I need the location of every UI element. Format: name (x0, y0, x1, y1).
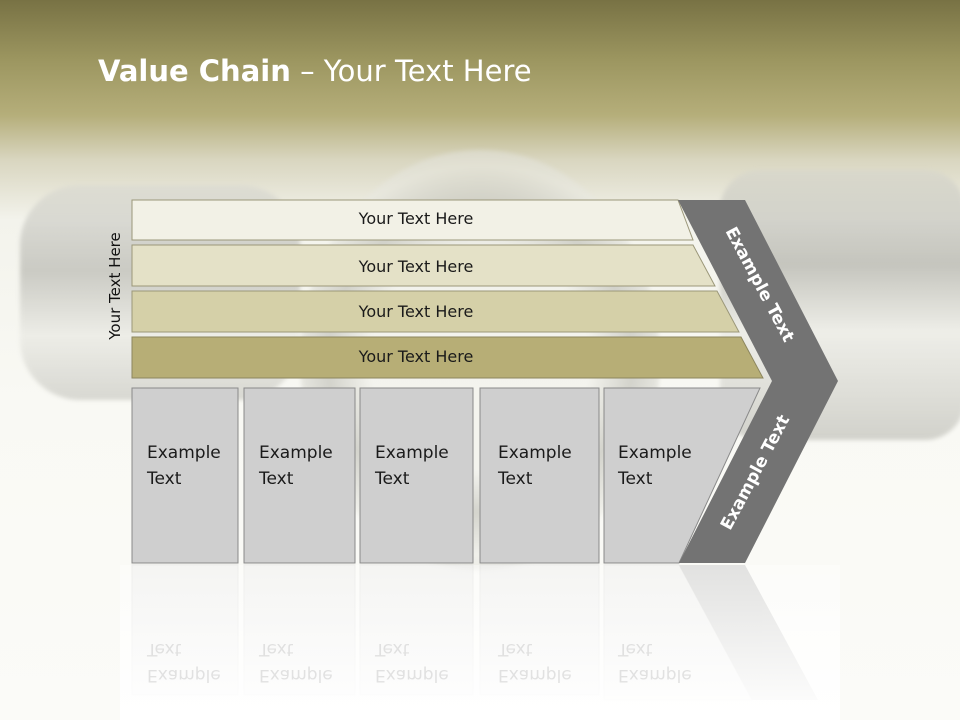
row-4 (131, 336, 764, 379)
cell-4 (479, 387, 600, 564)
cell-label-reflection-3: Example Text (375, 639, 449, 685)
cell-label-reflection-2: Example Text (259, 639, 333, 685)
cell-label-1: Example Text (147, 443, 221, 489)
cell-label-2: Example Text (259, 443, 333, 489)
cell-3 (359, 387, 474, 564)
title-rest: – Your Text Here (290, 54, 532, 88)
row-label-1: Your Text Here (358, 209, 474, 228)
cell-label-reflection-5: Example Text (618, 639, 692, 685)
row-1 (131, 199, 694, 241)
row-2 (131, 244, 716, 287)
row-label-3: Your Text Here (358, 302, 474, 321)
title-bold: Value Chain (98, 54, 291, 88)
reflection-fade (120, 565, 840, 720)
row-label-4: Your Text Here (358, 347, 474, 366)
slide-title: Value Chain – Your Text Here (98, 54, 532, 88)
cell-1 (131, 387, 239, 564)
cell-label-reflection-1: Example Text (147, 639, 221, 685)
cell-label-4: Example Text (498, 443, 572, 489)
row-label-2: Your Text Here (358, 257, 474, 276)
chevron-arrow (678, 200, 838, 563)
cell-2 (243, 387, 356, 564)
cell-label-5: Example Text (618, 443, 692, 489)
row-3 (131, 290, 740, 333)
cell-label-3: Example Text (375, 443, 449, 489)
cell-label-reflection-4: Example Text (498, 639, 572, 685)
